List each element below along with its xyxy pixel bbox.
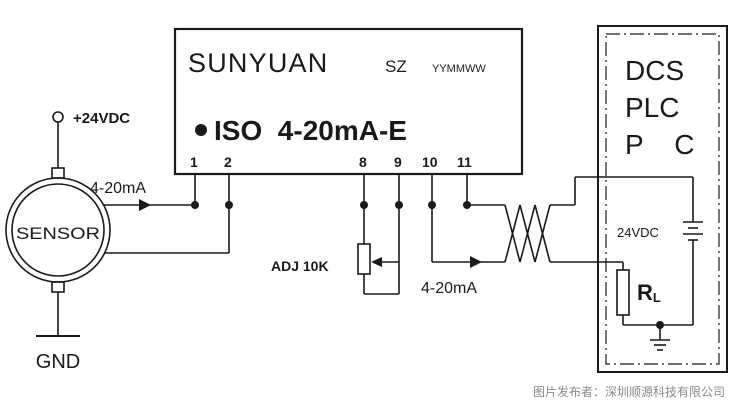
input-signal-label: 4-20mA [90, 180, 146, 197]
module-date-code: YYMMWW [432, 63, 486, 75]
load-resistor-label: RL [637, 280, 661, 305]
potentiometer-label: ADJ 10K [271, 258, 329, 274]
twisted-pair-strand-b [504, 204, 521, 263]
power-terminal [52, 111, 64, 123]
power-label: +24VDC [73, 110, 130, 127]
twisted-pair-strand-d [519, 204, 536, 263]
module-pin1-marker-dot [195, 124, 207, 136]
pin-label-10: 10 [422, 154, 438, 170]
ground-label: GND [36, 351, 80, 373]
pin-label-2: 2 [224, 154, 232, 170]
twisted-pair-strand-f [534, 204, 551, 263]
junction-pin-11 [463, 201, 471, 209]
sensor-top-connector [51, 167, 65, 179]
input-current-arrow [139, 199, 151, 211]
controller-line-plc: PLC [625, 92, 679, 123]
sensor-bottom-connector [51, 281, 65, 293]
junction-controller-ground [656, 321, 664, 329]
pin-label-8: 8 [359, 154, 367, 170]
pot-wiper-arrow [371, 257, 382, 267]
isolator-module-box [173, 27, 524, 176]
pin-label-1: 1 [190, 154, 198, 170]
sensor-inner-ring [11, 183, 105, 277]
junction-pin-10 [428, 201, 436, 209]
output-current-arrow [470, 256, 482, 268]
controller-line-pc: P C [625, 129, 695, 160]
junction-pin-9 [395, 201, 403, 209]
junction-pin-2 [225, 201, 233, 209]
supply-label: 24VDC [617, 225, 659, 240]
module-model: ISO 4-20mA-E [214, 115, 407, 146]
load-resistor-body [616, 269, 630, 316]
controller-outer-frame [597, 25, 728, 373]
module-brand: SUNYUAN [188, 48, 328, 78]
potentiometer-body [357, 243, 371, 275]
junction-pin-8 [360, 201, 368, 209]
pin-label-9: 9 [394, 154, 402, 170]
sensor-label: SENSOR [16, 224, 100, 243]
output-signal-label: 4-20mA [421, 280, 477, 297]
watermark: 图片发布者：深圳顺源科技有限公司 [533, 384, 725, 399]
pin-label-11: 11 [457, 154, 472, 170]
junction-pin-1 [191, 201, 199, 209]
controller-inner-frame [605, 33, 720, 365]
controller-line-dcs: DCS [625, 55, 684, 86]
module-series: SZ [385, 57, 407, 76]
